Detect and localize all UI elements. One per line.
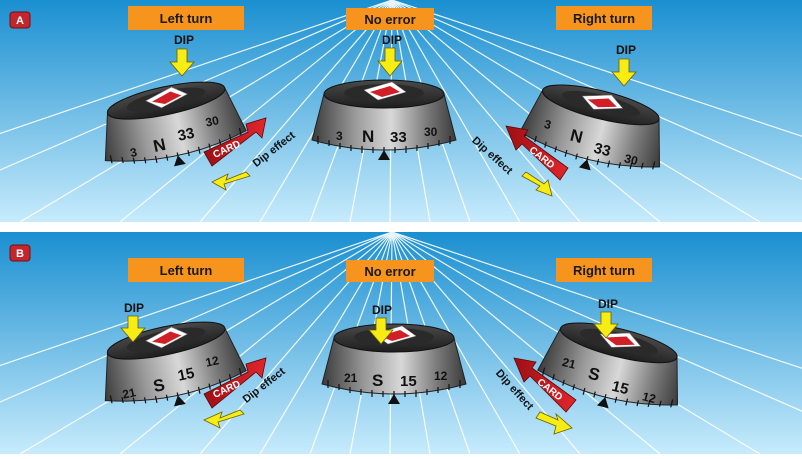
svg-text:DIP: DIP [124,301,144,315]
svg-text:30: 30 [424,125,438,139]
svg-text:33: 33 [390,129,407,146]
panel-b-title-right: Right turn [556,258,652,282]
svg-text:Left turn: Left turn [160,11,213,26]
svg-text:DIP: DIP [382,33,402,47]
svg-text:3: 3 [336,129,343,143]
svg-text:21: 21 [344,371,358,385]
panel-b-title-center: No error [346,260,434,282]
svg-text:Right turn: Right turn [573,263,635,278]
svg-text:Right turn: Right turn [573,11,635,26]
svg-text:A: A [16,15,24,27]
panel-b-title-left: Left turn [128,258,244,282]
svg-text:12: 12 [434,369,448,383]
panel-a-badge: A [10,12,30,28]
svg-text:DIP: DIP [174,33,194,47]
svg-text:DIP: DIP [598,297,618,311]
panel-b-badge: B [10,245,30,261]
svg-text:No error: No error [364,12,415,27]
panel-a-title-center: No error [346,8,434,30]
svg-text:15: 15 [176,365,196,385]
svg-text:N: N [362,127,374,146]
svg-text:15: 15 [400,373,417,390]
svg-text:DIP: DIP [372,303,392,317]
svg-text:B: B [16,248,24,260]
svg-text:No error: No error [364,264,415,279]
svg-text:S: S [372,371,383,390]
svg-text:DIP: DIP [616,43,636,57]
svg-text:Left turn: Left turn [160,263,213,278]
svg-text:33: 33 [176,125,196,145]
panel-a-title-left: Left turn [128,6,244,30]
panel-a-title-right: Right turn [556,6,652,30]
panel-separator [0,222,802,232]
